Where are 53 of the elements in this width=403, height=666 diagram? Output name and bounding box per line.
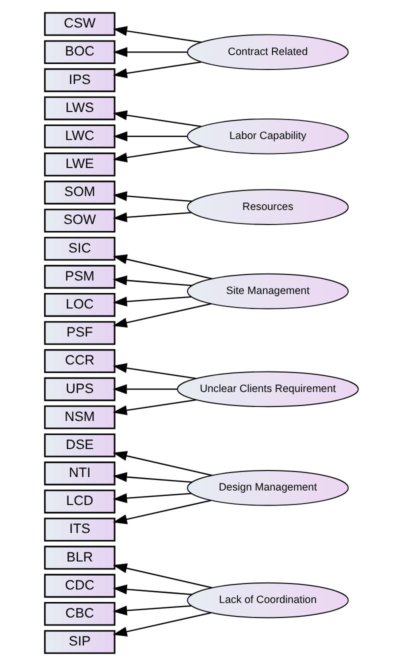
- node-box: SOM: [44, 180, 116, 204]
- arrow: [112, 605, 192, 616]
- node-ellipse: Unclear Clients Requirement: [176, 371, 359, 408]
- node-box: PSM: [44, 264, 116, 289]
- arrow: [112, 254, 212, 280]
- arrow: [112, 384, 178, 394]
- arrow: [112, 451, 212, 476]
- node-box: NSM: [44, 405, 116, 430]
- node-ellipse: Design Management: [186, 470, 349, 506]
- node-box: SOW: [44, 208, 116, 233]
- node-box: SIC: [44, 236, 116, 261]
- node-box: CSW: [44, 12, 116, 36]
- node-box: SIP: [44, 630, 116, 654]
- arrow: [112, 363, 196, 380]
- node-box: UPS: [44, 377, 116, 402]
- node-box: BOC: [44, 40, 116, 64]
- node-ellipse: Site Management: [186, 273, 349, 310]
- node-ellipse: Labor Capability: [186, 118, 349, 154]
- node-box: LOC: [44, 293, 116, 317]
- arrow: [112, 146, 202, 162]
- arrow: [112, 500, 212, 524]
- arrow: [112, 563, 212, 588]
- node-box: IPS: [44, 68, 116, 92]
- arrow: [112, 584, 192, 596]
- arrow: [112, 61, 202, 78]
- arrow: [112, 492, 192, 504]
- arrow: [112, 296, 192, 306]
- arrow: [113, 131, 188, 142]
- node-box: LWC: [44, 124, 116, 148]
- arrow: [112, 110, 202, 128]
- node-box: PSF: [44, 321, 116, 345]
- arrow: [112, 612, 212, 637]
- node-box: CBC: [44, 602, 116, 626]
- arrow: [112, 399, 196, 416]
- arrow: [112, 303, 212, 328]
- node-ellipse: Lack of Coordination: [186, 582, 349, 618]
- node-box: LWS: [44, 96, 116, 120]
- arrow: [112, 472, 192, 483]
- node-box: LCD: [44, 490, 116, 514]
- arrow: [112, 276, 192, 286]
- node-box: BLR: [44, 546, 116, 570]
- node-box: LWE: [44, 152, 116, 176]
- arrow: [112, 191, 192, 202]
- node-ellipse: Resources: [186, 189, 349, 225]
- arrow: [113, 47, 188, 58]
- arrow: [112, 26, 202, 43]
- arrow: [112, 212, 192, 222]
- node-ellipse: Contract Related: [186, 34, 349, 70]
- node-box: DSE: [44, 433, 116, 458]
- node-box: CDC: [44, 574, 116, 598]
- node-box: NTI: [44, 462, 116, 486]
- node-box: ITS: [44, 518, 116, 542]
- node-box: CCR: [44, 349, 116, 373]
